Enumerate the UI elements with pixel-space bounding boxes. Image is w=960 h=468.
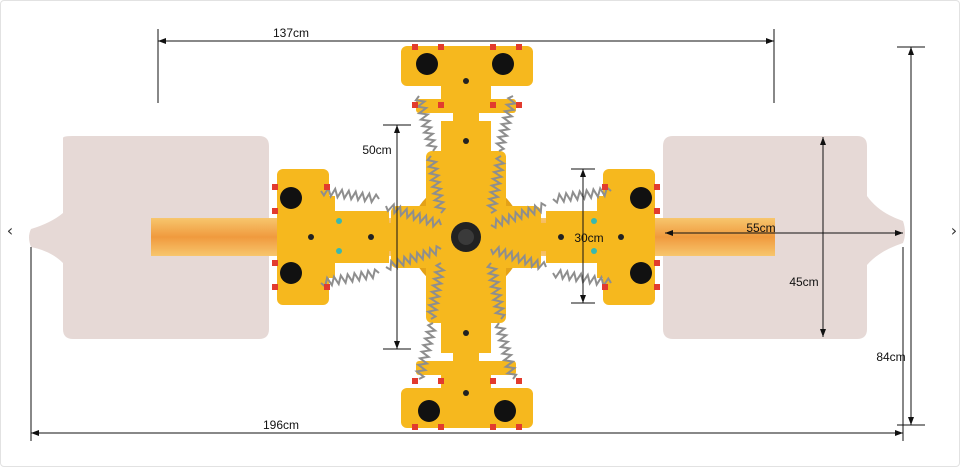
spring-right-top [552,185,612,205]
spring-top-left [414,95,438,152]
label-seat-length: 55cm [746,221,775,235]
seat-block-right [546,169,655,305]
bolt-2 [490,44,496,50]
bolt-0 [412,44,418,50]
chevron-right-icon[interactable]: › [950,221,958,240]
spring-bottom-left [414,322,438,380]
seat-pad-left [29,136,269,339]
bolt-4 [412,102,418,108]
bolt-24 [654,260,660,266]
bolt-5 [438,102,444,108]
bolt-3 [516,44,522,50]
spring-bottom-right [494,322,518,380]
bolt-27 [602,284,608,290]
bolt-25 [654,284,660,290]
label-center-arm-span: 50cm [362,143,391,157]
spring-top-right [494,95,518,152]
label-overall-length: 196cm [263,418,299,432]
seat-block-bottom [401,317,533,428]
bolt-16 [272,184,278,190]
spring-left-bottom [320,267,380,289]
spring-right-bottom [552,267,612,289]
label-side-arm-span: 30cm [574,231,603,245]
chevron-left-icon[interactable]: ‹ [6,221,14,240]
bolt-9 [438,424,444,430]
springs-group [320,95,612,380]
linkage-bottom-left [425,262,447,320]
bolt-1 [438,44,444,50]
bolt-26 [602,184,608,190]
bolt-17 [272,208,278,214]
linkage-right-bottom [490,244,547,272]
seat-block-left [277,169,389,305]
bolt-20 [324,184,330,190]
linkage-top-right [485,155,507,214]
bolt-19 [272,284,278,290]
bolt-14 [490,378,496,384]
bolts-group [272,44,660,430]
linkage-right-top [490,201,547,230]
linkage-left-top [385,202,442,229]
linkage-top-left [425,155,447,214]
label-overall-height: 84cm [876,350,905,364]
bolt-11 [516,424,522,430]
label-overall-width: 137cm [273,26,309,40]
spring-left-top [320,185,380,205]
bolt-6 [490,102,496,108]
bolt-23 [654,208,660,214]
bolt-12 [412,378,418,384]
bolt-7 [516,102,522,108]
linkage-left-bottom [385,244,442,272]
bolt-13 [438,378,444,384]
bolt-15 [516,378,522,384]
bolt-10 [490,424,496,430]
linkage-bottom-right [485,262,507,320]
label-seat-width: 45cm [789,275,818,289]
bolt-8 [412,424,418,430]
dimension-lines [30,29,925,441]
dimension-arrows [31,38,914,436]
seat-pad-right [663,136,905,339]
bolt-21 [324,284,330,290]
bolt-22 [654,184,660,190]
bolt-18 [272,260,278,266]
